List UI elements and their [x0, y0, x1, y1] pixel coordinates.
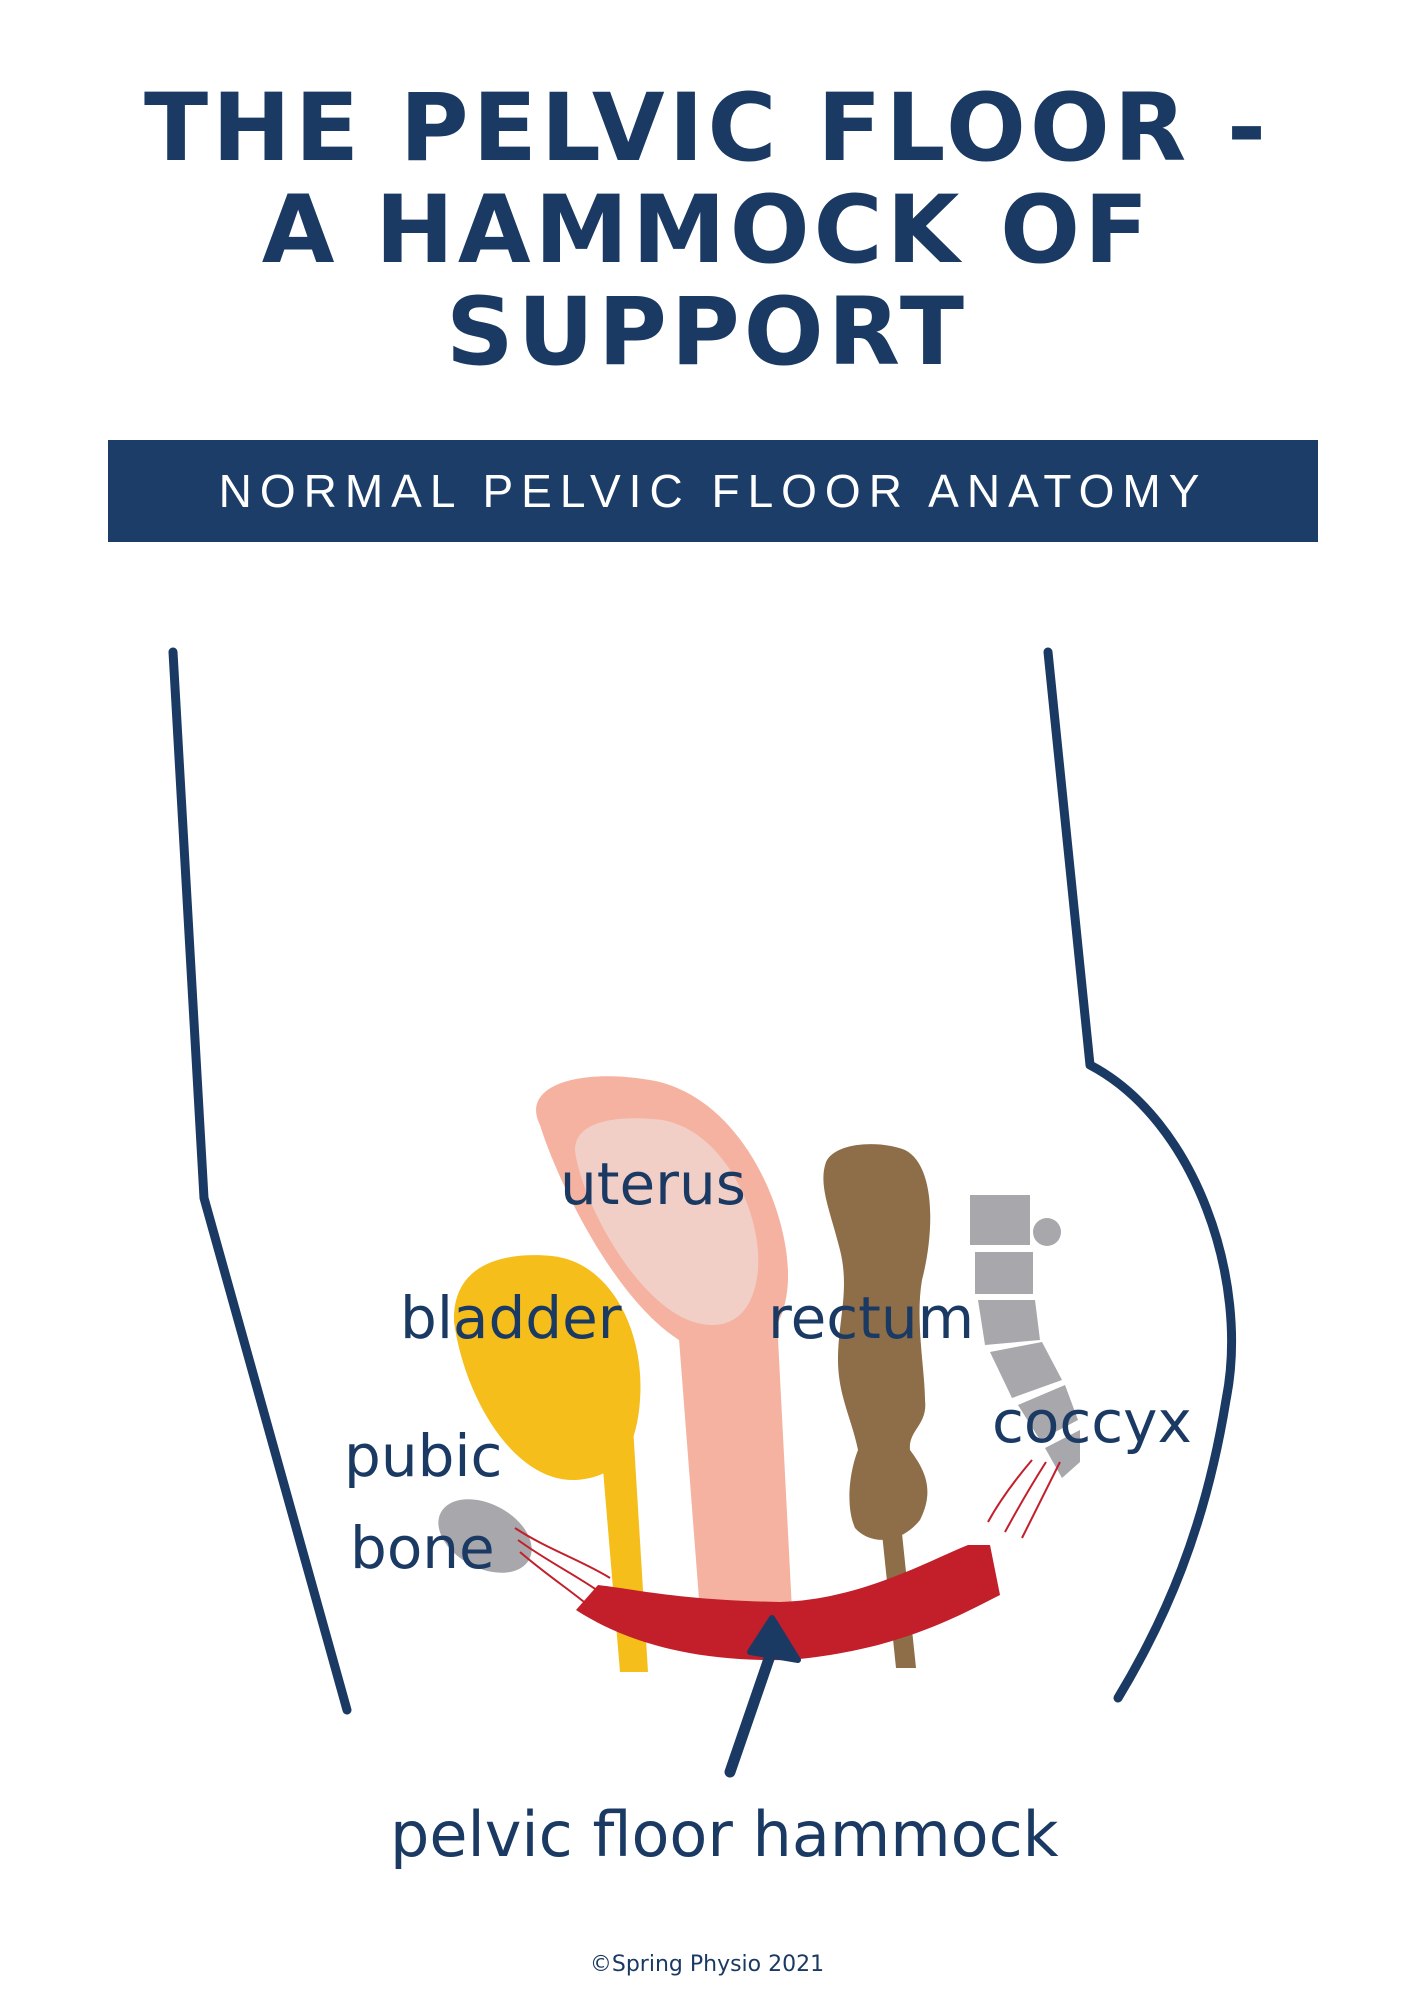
hammock-arrow-head	[747, 1615, 801, 1663]
title-line-2: A HAMMOCK OF	[261, 176, 1153, 285]
label-bone: bone	[350, 1514, 495, 1582]
banner-text: NORMAL PELVIC FLOOR ANATOMY	[218, 465, 1208, 517]
pubic-bone	[438, 1499, 532, 1573]
uterus-cervix	[676, 1300, 792, 1612]
bladder	[453, 1255, 641, 1481]
label-coccyx: coccyx	[992, 1388, 1192, 1456]
title-line-1: THE PELVIC FLOOR -	[144, 74, 1270, 183]
pelvic-floor-hammock	[576, 1545, 1000, 1661]
title-line-3: SUPPORT	[445, 278, 968, 387]
copyright-notice: ©Spring Physio 2021	[589, 1952, 825, 1977]
label-pubic: pubic	[344, 1422, 502, 1490]
label-uterus: uterus	[560, 1150, 746, 1218]
rectum	[823, 1144, 931, 1540]
body-outline-left	[168, 647, 352, 1715]
body-outline-right	[1043, 647, 1237, 1703]
section-banner: NORMAL PELVIC FLOOR ANATOMY	[108, 440, 1318, 542]
label-rectum: rectum	[768, 1284, 974, 1352]
label-pelvic-floor-hammock: pelvic floor hammock	[390, 1798, 1059, 1871]
page-title: THE PELVIC FLOOR - A HAMMOCK OF SUPPORT	[0, 78, 1414, 384]
hammock-arrow-shaft	[724, 1644, 778, 1778]
uterus-cavity	[575, 1118, 759, 1325]
pelvic-anatomy-diagram: uterus bladder rectum pubic bone coccyx …	[168, 647, 1237, 1871]
label-bladder: bladder	[400, 1284, 622, 1352]
coccyx-bones	[970, 1195, 1080, 1478]
